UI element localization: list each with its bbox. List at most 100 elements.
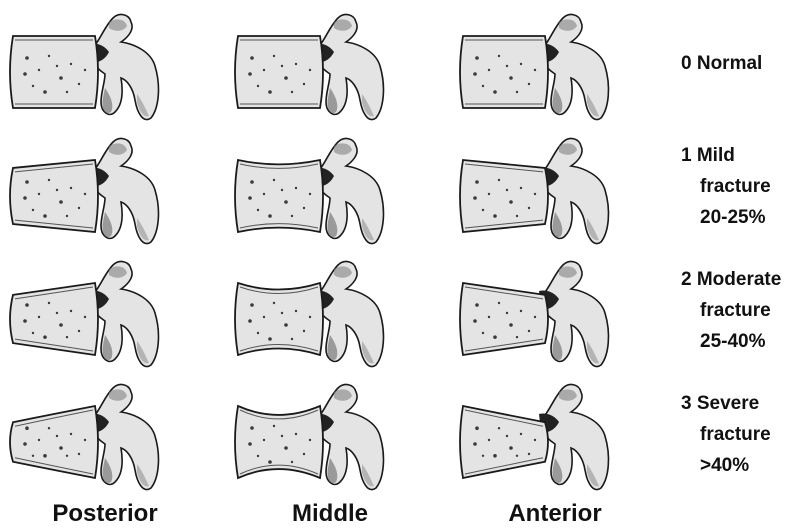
trabecular-pore [56,312,58,314]
column-label-anterior: Anterior [455,500,655,528]
trabecular-pore [59,323,63,327]
trabecular-pore [23,196,27,200]
trabecular-pore [473,319,477,323]
trabecular-pore [43,214,47,218]
trabecular-pore [268,460,272,464]
trabecular-pore [32,209,34,211]
trabecular-pore [516,215,518,217]
trabecular-pore [250,180,254,184]
trabecular-pore [281,189,283,191]
vertebra-illustration [230,255,430,375]
trabecular-pore [273,55,275,57]
trabecular-pore [520,310,522,312]
trabecular-pore [498,302,500,304]
grade-2-line-1: 2 Moderate [681,264,781,295]
vertebra-grid [0,0,660,500]
grade-1-line-2: fracture [681,171,771,202]
vertebra-r1-middle [230,132,430,252]
trabecular-pore [475,426,479,430]
trabecular-pore [528,453,530,455]
trabecular-pore [509,76,513,80]
vertebra-illustration [455,255,655,375]
grade-0-label: 0 Normal [681,48,762,79]
vertebral-body [235,36,323,108]
trabecular-pore [284,323,288,327]
trabecular-pore [257,332,259,334]
trabecular-pore [309,193,311,195]
trabecular-pore [78,330,80,332]
vertebra-illustration [455,378,655,498]
trabecular-pore [268,337,272,341]
vertebra-r0-middle [230,8,430,128]
trabecular-pore [66,336,68,338]
trabecular-pore [78,83,80,85]
trabecular-pore [48,179,50,181]
trabecular-pore [528,83,530,85]
trabecular-pore [493,335,497,339]
trabecular-pore [509,200,513,204]
trabecular-pore [498,179,500,181]
trabecular-pore [281,435,283,437]
trabecular-pore [488,316,490,318]
trabecular-pore [25,303,29,307]
vertebral-body [460,406,548,478]
trabecular-pore [528,207,530,209]
trabecular-pore [482,332,484,334]
trabecular-pore [493,90,497,94]
trabecular-pore [84,439,86,441]
vertebra-illustration [5,378,205,498]
trabecular-pore [263,69,265,71]
trabecular-pore [23,72,27,76]
trabecular-pore [516,91,518,93]
trabecular-pore [38,439,40,441]
trabecular-pore [506,65,508,67]
trabecular-pore [25,56,29,60]
trabecular-pore [475,303,479,307]
trabecular-pore [59,76,63,80]
trabecular-pore [56,65,58,67]
trabecular-pore [498,427,500,429]
vertebra-r0-anterior [455,8,655,128]
trabecular-pore [48,55,50,57]
trabecular-pore [295,310,297,312]
trabecular-pore [268,214,272,218]
trabecular-pore [268,90,272,94]
trabecular-pore [248,196,252,200]
trabecular-pore [534,439,536,441]
trabecular-pore [520,433,522,435]
trabecular-pore [263,193,265,195]
trabecular-pore [534,193,536,195]
trabecular-pore [281,312,283,314]
vertebra-r1-posterior [5,132,205,252]
trabecular-pore [534,69,536,71]
trabecular-pore [493,454,497,458]
vertebra-r3-middle [230,378,430,498]
trabecular-pore [303,83,305,85]
trabecular-pore [291,461,293,463]
trabecular-pore [43,90,47,94]
trabecular-pore [309,439,311,441]
vertebral-body [10,283,98,355]
trabecular-pore [84,316,86,318]
vertebra-illustration [230,8,430,128]
trabecular-pore [273,179,275,181]
vertebra-illustration [5,132,205,252]
trabecular-pore [473,72,477,76]
column-label-middle: Middle [230,500,430,528]
trabecular-pore [516,336,518,338]
vertebra-illustration [455,132,655,252]
vertebral-body [235,160,323,232]
trabecular-pore [291,215,293,217]
trabecular-pore [70,433,72,435]
vertebra-r1-anterior [455,132,655,252]
grade-3-line-2: fracture [681,419,771,450]
trabecular-pore [509,323,513,327]
trabecular-pore [38,316,40,318]
trabecular-pore [281,65,283,67]
trabecular-pore [66,455,68,457]
trabecular-pore [488,69,490,71]
vertebra-illustration [230,132,430,252]
vertebra-r3-posterior [5,378,205,498]
trabecular-pore [38,193,40,195]
trabecular-pore [43,454,47,458]
